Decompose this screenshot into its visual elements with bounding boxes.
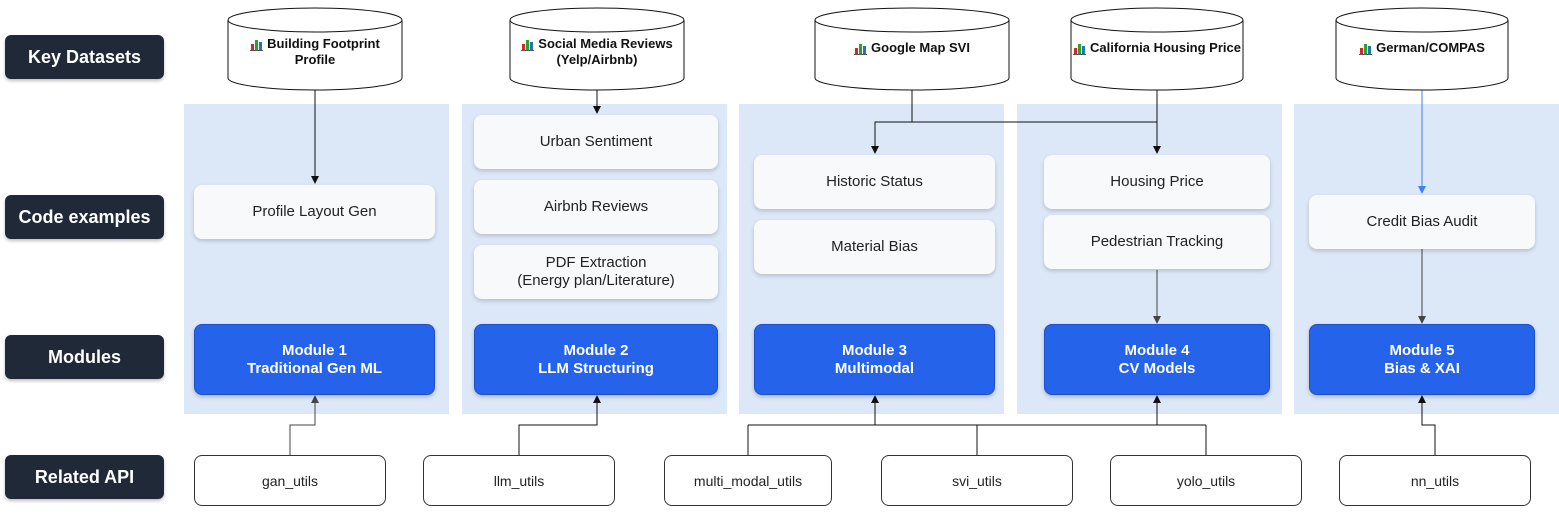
dataset-name: California Housing Price (1090, 40, 1241, 55)
api-label: svi_utils (952, 472, 1002, 489)
api-label: multi_modal_utils (693, 472, 803, 489)
api-gan-utils[interactable]: gan_utils (194, 455, 386, 506)
module-subtitle: Traditional Gen ML (246, 359, 382, 377)
bar-chart-icon (854, 43, 868, 55)
code-example-historic-status[interactable]: Historic Status (754, 155, 995, 209)
module-4-box[interactable]: Module 4 CV Models (1044, 324, 1270, 395)
card-label: Pedestrian Tracking (1090, 233, 1224, 250)
module-1-box[interactable]: Module 1 Traditional Gen ML (194, 324, 435, 395)
card-label: PDF Extraction (545, 254, 647, 271)
dataset-name-line2: Profile (294, 52, 336, 67)
module-title: Module 3 (841, 341, 907, 359)
api-llm-utils[interactable]: llm_utils (423, 455, 615, 506)
module-subtitle: Multimodal (834, 359, 915, 377)
row-label-text: Modules (47, 346, 121, 367)
api-multi-modal-utils[interactable]: multi_modal_utils (664, 455, 832, 506)
dataset-name: Social Media Reviews (538, 36, 673, 51)
dataset-label-1: Building Footprint Profile (230, 32, 400, 72)
module-title: Module 4 (1124, 341, 1190, 359)
bar-chart-icon (250, 40, 264, 52)
code-example-profile-layout-gen[interactable]: Profile Layout Gen (194, 185, 435, 239)
api-label: llm_utils (493, 472, 545, 489)
module-subtitle: LLM Structuring (538, 359, 654, 377)
dataset-name: Google Map SVI (871, 40, 970, 55)
row-label-modules: Modules (5, 335, 164, 379)
api-label: yolo_utils (1176, 472, 1236, 489)
api-svi-utils[interactable]: svi_utils (881, 455, 1073, 506)
module-title: Module 1 (281, 341, 347, 359)
module-5-box[interactable]: Module 5 Bias & XAI (1309, 324, 1535, 395)
row-label-key-datasets: Key Datasets (5, 35, 164, 79)
api-label: nn_utils (1410, 472, 1460, 489)
module-3-box[interactable]: Module 3 Multimodal (754, 324, 995, 395)
row-label-text: Related API (34, 466, 135, 487)
code-example-housing-price[interactable]: Housing Price (1044, 155, 1270, 209)
code-example-pedestrian-tracking[interactable]: Pedestrian Tracking (1044, 215, 1270, 269)
card-label: Airbnb Reviews (543, 198, 649, 215)
row-label-text: Key Datasets (27, 46, 142, 67)
module-2-box[interactable]: Module 2 LLM Structuring (474, 324, 718, 395)
module-title: Module 2 (563, 341, 629, 359)
module-title: Module 5 (1389, 341, 1455, 359)
dataset-label-4: California Housing Price (1066, 36, 1248, 60)
module-subtitle: CV Models (1118, 359, 1196, 377)
bar-chart-icon (1359, 43, 1373, 55)
dataset-label-2: Social Media Reviews (Yelp/Airbnb) (510, 32, 684, 72)
card-label: Credit Bias Audit (1366, 213, 1478, 230)
card-label: Historic Status (826, 173, 923, 190)
card-label: Housing Price (1110, 173, 1204, 190)
api-label: gan_utils (261, 472, 319, 489)
dataset-label-5: German/COMPAS (1336, 36, 1508, 60)
row-label-code-examples: Code examples (5, 195, 164, 239)
module-subtitle: Bias & XAI (1384, 359, 1460, 377)
bar-chart-icon (521, 40, 535, 52)
code-example-credit-bias-audit[interactable]: Credit Bias Audit (1309, 195, 1535, 249)
api-yolo-utils[interactable]: yolo_utils (1110, 455, 1302, 506)
row-label-related-api: Related API (5, 455, 164, 499)
card-label-line2: (Energy plan/Literature) (517, 272, 675, 289)
row-label-text: Code examples (18, 206, 151, 227)
code-example-pdf-extraction[interactable]: PDF Extraction (Energy plan/Literature) (474, 245, 718, 299)
code-example-material-bias[interactable]: Material Bias (754, 220, 995, 274)
dataset-name-line2: (Yelp/Airbnb) (556, 52, 638, 67)
code-example-airbnb-reviews[interactable]: Airbnb Reviews (474, 180, 718, 234)
card-label: Urban Sentiment (539, 133, 653, 150)
api-nn-utils[interactable]: nn_utils (1339, 455, 1531, 506)
dataset-name: Building Footprint (267, 36, 380, 51)
code-example-urban-sentiment[interactable]: Urban Sentiment (474, 115, 718, 169)
dataset-label-3: Google Map SVI (815, 36, 1009, 60)
bar-chart-icon (1073, 43, 1086, 55)
card-label: Material Bias (831, 238, 918, 255)
dataset-name: German/COMPAS (1376, 40, 1485, 55)
card-label: Profile Layout Gen (252, 203, 377, 220)
